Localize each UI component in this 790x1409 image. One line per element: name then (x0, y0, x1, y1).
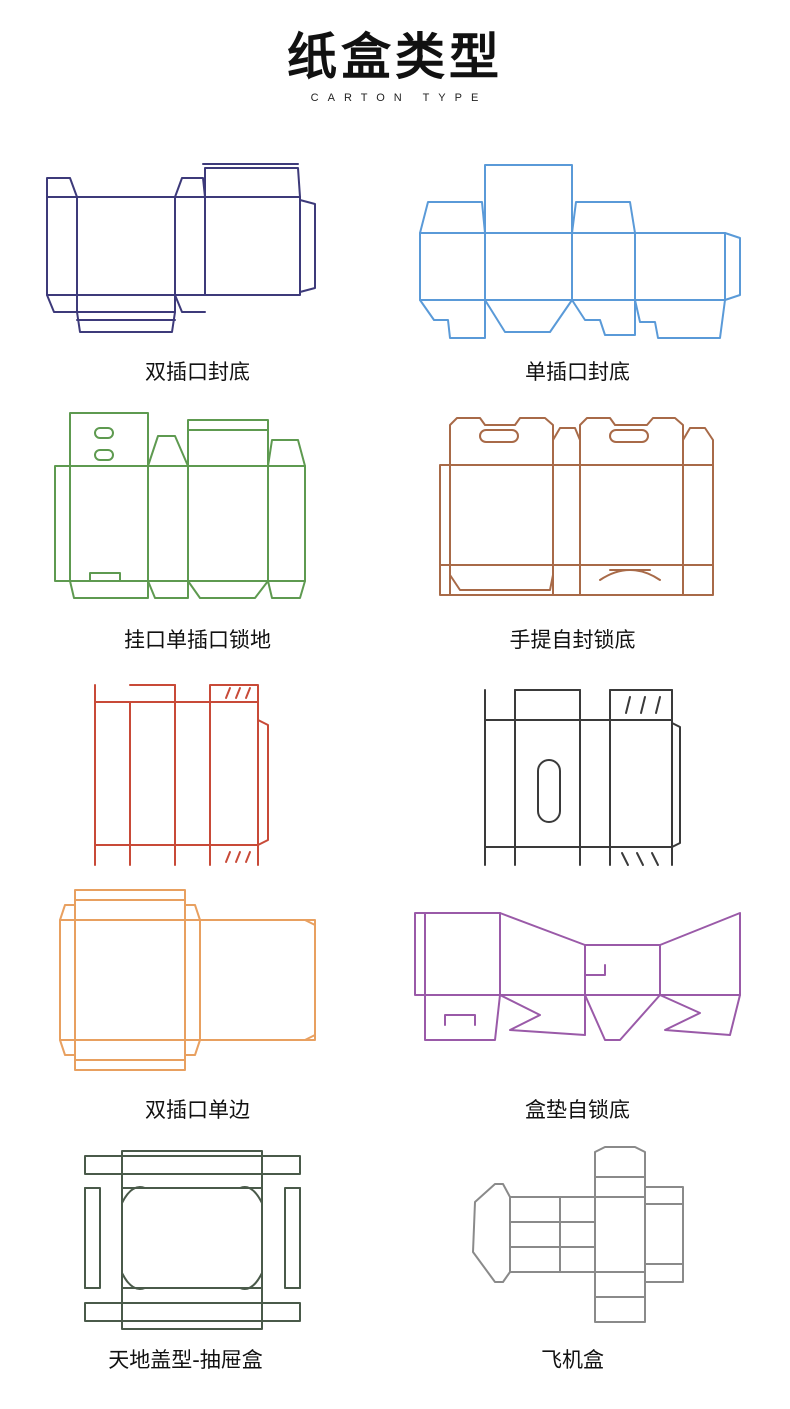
box-caption-2: 单插口封底 (525, 360, 630, 384)
lid-base-drawer-box-dieline-icon (84, 1150, 301, 1330)
page-subtitle: CARTON TYPE (310, 92, 488, 104)
page-header: 纸盒类型 CARTON TYPE (0, 22, 790, 104)
tray-auto-lock-bottom-dieline-icon (414, 912, 741, 1041)
box-caption-3: 挂口单插口锁地 (124, 628, 271, 652)
box-caption-1: 双插口封底 (145, 360, 250, 384)
box-caption-6: 盒垫自锁底 (525, 1098, 630, 1122)
page-title: 纸盒类型 (287, 28, 503, 86)
red-box-dieline-icon (94, 684, 269, 866)
handle-auto-lock-bottom-dieline-icon (439, 417, 714, 596)
hang-tab-lock-bottom-dieline-icon (54, 412, 306, 599)
box-caption-7: 天地盖型-抽屉盒 (108, 1348, 263, 1372)
mailer-box-dieline-icon (472, 1146, 684, 1323)
single-tuck-end-dieline-icon (419, 164, 741, 339)
double-tuck-end-dieline-icon (46, 163, 316, 333)
box-caption-8: 飞机盒 (541, 1348, 604, 1372)
gray-box-dieline-icon (484, 689, 681, 866)
box-caption-5: 双插口单边 (145, 1098, 250, 1122)
orange-box-dieline-icon (59, 889, 316, 1071)
box-caption-4: 手提自封锁底 (509, 628, 636, 652)
